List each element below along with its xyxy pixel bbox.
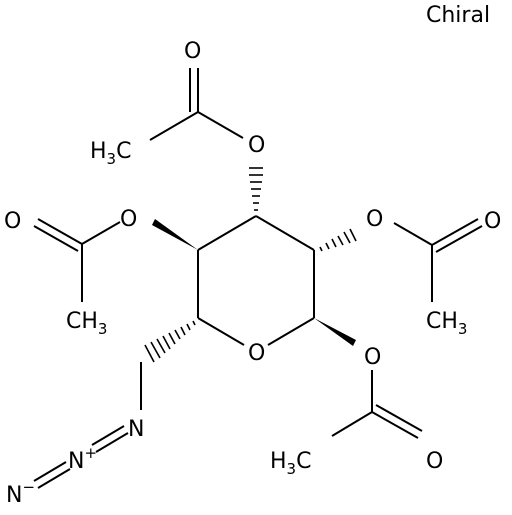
bond-o5-c5	[197, 317, 245, 346]
wedge-bond-c1-o	[314, 318, 356, 346]
azide-nitrogen-2-label: N+	[68, 444, 97, 474]
azide-nitrogen-1-label: N	[128, 417, 144, 442]
bond-n-n-double-d	[33, 461, 67, 482]
carbonyl-oxygen-right-label: O	[484, 209, 501, 234]
bond-n-n-double-c	[37, 468, 71, 489]
azide-nitrogen-3-label: N−	[6, 478, 35, 508]
chiral-label: Chiral	[426, 3, 490, 28]
carbonyl-oxygen-top-label: O	[184, 39, 201, 64]
ester-oxygen-top-label: O	[248, 133, 265, 158]
hash-bond-c2-o	[319, 228, 357, 252]
ester-oxygen-bottom-label: O	[364, 345, 381, 370]
substituent-bonds	[33, 68, 483, 489]
bond-o-carbonyl-left	[81, 221, 121, 245]
wedge-bond-c4-o	[152, 219, 198, 250]
carbonyl-oxygen-left-label: O	[4, 209, 21, 234]
methyl-left-label: CH3	[66, 309, 107, 338]
bond-n-n-double-b	[91, 425, 125, 446]
methyl-right-label: CH3	[426, 309, 467, 338]
bond-c-o-double-left-b	[33, 225, 79, 252]
bond-c-methyl-top	[149, 111, 199, 141]
hash-bond-c5-ch2	[144, 320, 196, 363]
bond-c4-c3	[197, 215, 257, 251]
bond-c-methyl-bottom	[331, 411, 373, 437]
ring-oxygen-label: O	[248, 341, 265, 366]
bond-c-o-double-bottom-a	[371, 411, 419, 439]
bond-o-carbonyl-right	[393, 222, 433, 246]
methyl-top-label: H3C	[90, 139, 131, 168]
methyl-bottom-label: H3C	[270, 449, 311, 478]
bond-c-o-double-right-a	[431, 218, 479, 246]
carbonyl-oxygen-bottom-label: O	[426, 449, 443, 474]
bond-c-o-double-bottom-b	[375, 404, 423, 432]
ester-oxygen-left-label: O	[120, 207, 137, 232]
pyranose-ring	[197, 215, 315, 346]
bond-c1-o5	[267, 317, 315, 346]
hash-bond-c3-o	[249, 167, 263, 211]
bond-c-o-double-left-a	[37, 218, 83, 245]
bond-c3-c2	[255, 215, 315, 251]
bond-o-carbonyl-top	[197, 111, 244, 139]
bond-n-n-double-a	[95, 432, 129, 453]
ester-oxygen-right-label: O	[366, 207, 383, 232]
bond-c-o-double-right-b	[435, 225, 483, 253]
